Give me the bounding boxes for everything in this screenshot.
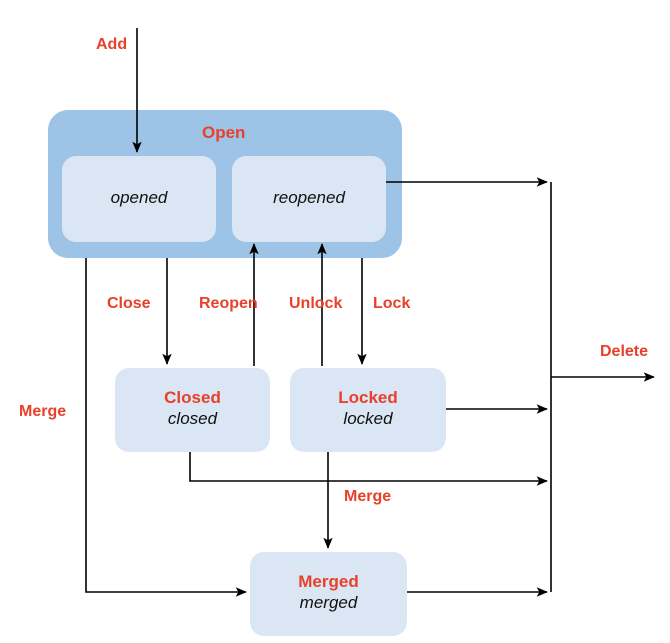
opened-state-label-block: opened <box>62 188 216 209</box>
merged-state-shape <box>250 552 407 636</box>
edge-label-merge-mid: Merge <box>344 488 392 505</box>
edge-merge-left <box>85 258 247 597</box>
merged-state-label-block: Merged merged <box>250 572 407 613</box>
reopened-state-label-block: reopened <box>232 188 386 209</box>
edge-label-delete: Delete <box>600 343 649 360</box>
locked-state-label-block: Locked locked <box>290 388 446 429</box>
open-group-label: Open <box>202 123 246 142</box>
locked-state-subtitle: locked <box>343 408 393 428</box>
reopened-state-shape <box>232 156 386 242</box>
locked-state-title: Locked <box>338 388 398 407</box>
reopened-state-label: reopened <box>273 188 345 207</box>
edge-label-lock: Lock <box>373 295 411 312</box>
closed-state-subtitle: closed <box>167 408 218 428</box>
locked-state-shape <box>290 368 446 452</box>
opened-state-shape <box>62 156 216 242</box>
edge-label-merge-left: Merge <box>19 403 67 420</box>
edge-merge-closed-to-bus <box>189 452 548 486</box>
edge-label-add: Add <box>96 36 128 53</box>
edge-label-unlock: Unlock <box>289 295 343 312</box>
edge-label-reopen: Reopen <box>199 295 258 312</box>
opened-state-label: opened <box>110 188 168 207</box>
closed-state-title: Closed <box>164 388 221 407</box>
edge-label-close: Close <box>107 295 151 312</box>
merged-state-title: Merged <box>298 572 359 591</box>
closed-state-label-block: Closed closed <box>115 388 270 429</box>
closed-state-shape <box>115 368 270 452</box>
merged-state-subtitle: merged <box>299 592 358 612</box>
